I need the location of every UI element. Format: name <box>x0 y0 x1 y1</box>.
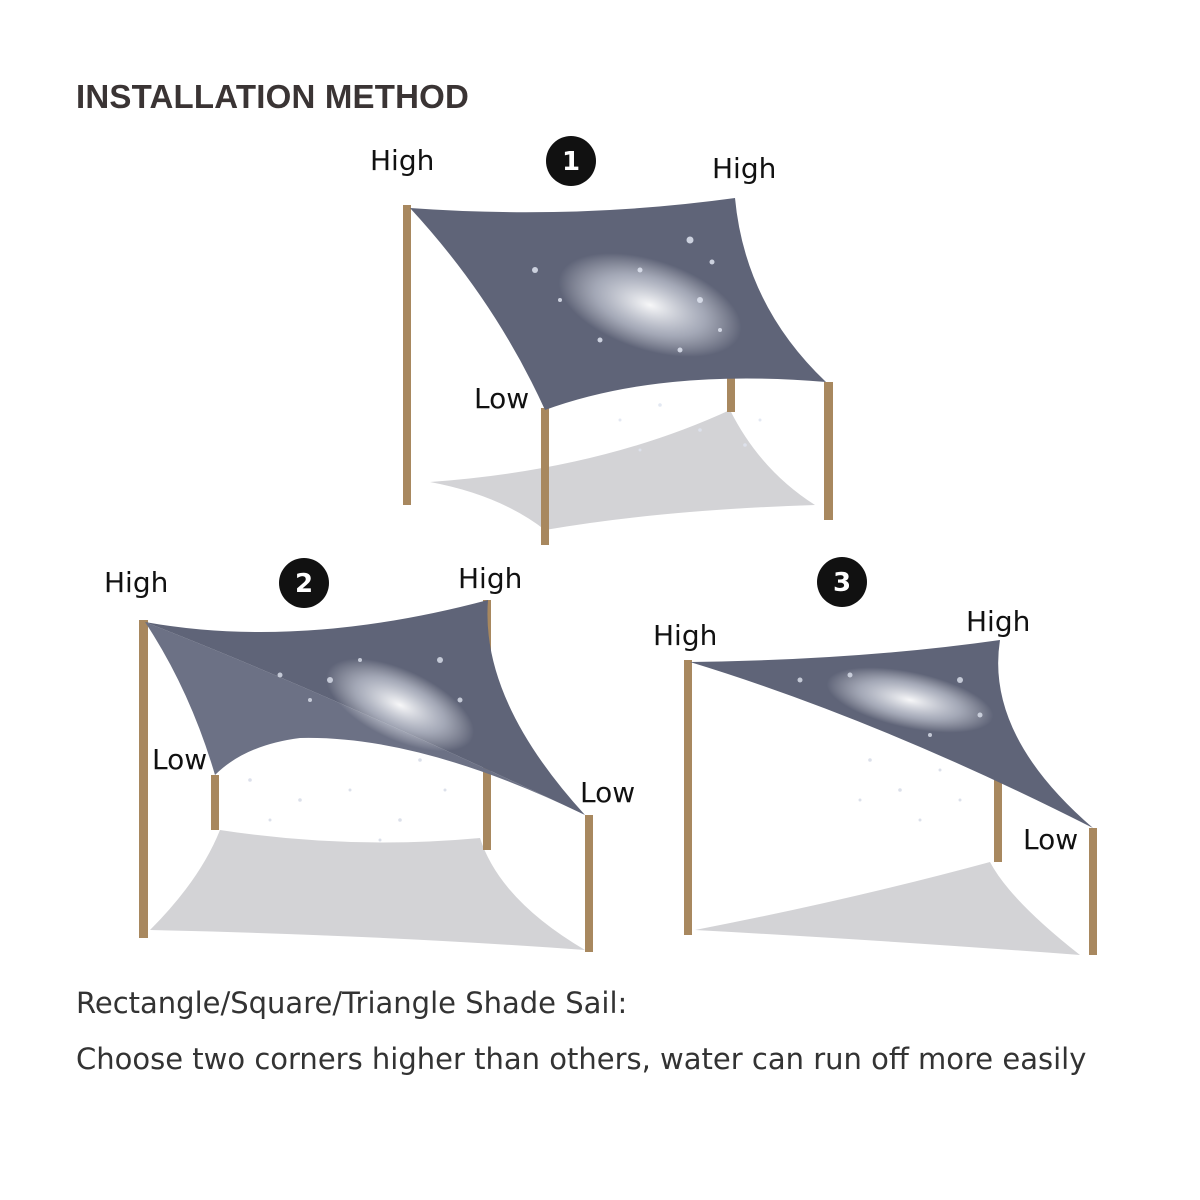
diagram-2-post-high-left <box>139 620 148 938</box>
diagram-3-post-low-right <box>1089 828 1097 955</box>
diagram-3: High High Low 3 <box>653 557 1097 955</box>
page-title: INSTALLATION METHOD <box>76 78 470 115</box>
diagram-3-number: 3 <box>833 568 851 598</box>
diagram-2-number: 2 <box>295 569 313 599</box>
diagram-2-droplets <box>248 657 463 842</box>
diagram-1-droplets <box>532 236 762 452</box>
diagram-1-label-low: Low <box>474 382 529 415</box>
diagram-2-post-low-right <box>585 815 593 952</box>
diagram-2-number-badge: 2 <box>279 558 329 608</box>
caption-line-2: Choose two corners higher than others, w… <box>76 1042 1087 1076</box>
diagram-3-number-badge: 3 <box>817 557 867 607</box>
diagram-3-label-low: Low <box>1023 823 1078 856</box>
diagram-1-ground-shadow <box>430 410 815 530</box>
diagram-1: High High Low 1 <box>370 136 833 545</box>
diagram-1-number-badge: 1 <box>546 136 596 186</box>
diagram-1-post-back <box>727 372 735 412</box>
diagram-2-label-low-right: Low <box>580 776 635 809</box>
diagram-1-label-high-right: High <box>712 152 776 185</box>
diagram-2-label-high-right: High <box>458 562 522 595</box>
diagram-3-water-splash <box>826 667 994 733</box>
diagram-3-post-high-left <box>684 660 692 935</box>
diagram-2-water-splash <box>326 658 474 752</box>
diagram-3-ground-shadow <box>695 862 1080 955</box>
diagram-3-sail <box>690 640 1093 828</box>
diagram-2-ground-shadow <box>150 830 585 950</box>
diagram-2-label-low-left: Low <box>152 743 207 776</box>
diagram-2-label-high-left: High <box>104 566 168 599</box>
diagram-1-water-splash <box>558 253 742 357</box>
diagram-3-droplets <box>797 672 983 822</box>
caption-line-1: Rectangle/Square/Triangle Shade Sail: <box>76 986 628 1020</box>
diagram-2: High High Low Low 2 <box>104 558 635 952</box>
diagram-3-post-mid <box>994 780 1002 862</box>
diagram-3-label-high-left: High <box>653 619 717 652</box>
diagram-2-post-low-left <box>211 775 219 830</box>
diagram-1-number: 1 <box>562 147 580 177</box>
diagram-1-label-high-left: High <box>370 144 434 177</box>
diagram-3-label-high-right: High <box>966 605 1030 638</box>
diagram-1-post-low-front <box>541 408 549 545</box>
diagram-1-post-right <box>824 382 833 520</box>
diagram-1-post-high-left <box>403 205 411 505</box>
